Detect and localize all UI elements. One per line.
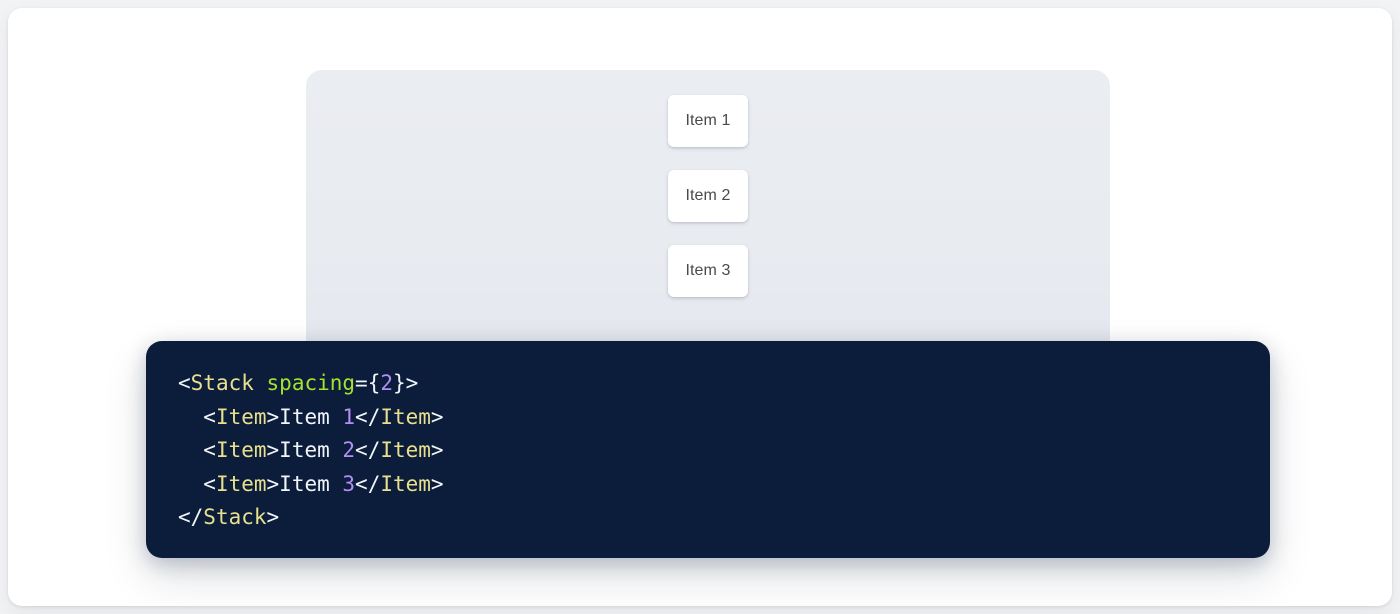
code-token-punct: </: [355, 404, 381, 429]
code-token-punct: >: [266, 404, 280, 429]
code-token-punct: <: [178, 404, 216, 429]
code-token-tag: Item: [380, 438, 431, 463]
stack-item[interactable]: Item 2: [668, 170, 748, 222]
code-token-tag: Item: [215, 438, 267, 463]
code-snippet-text[interactable]: <Stack spacing={2}> <Item>Item 1</Item> …: [146, 341, 1270, 535]
code-token-text: Item: [279, 438, 343, 463]
code-token-punct: <: [178, 471, 216, 496]
code-token-punct: </: [178, 505, 204, 530]
code-line: <Item>Item 3</Item>: [178, 471, 444, 496]
code-token-punct: <: [178, 371, 191, 395]
code-token-num: 3: [342, 471, 356, 496]
code-token-tag: Item: [215, 471, 267, 496]
code-token-tag: Item: [215, 404, 267, 429]
code-token-punct: >: [430, 404, 444, 429]
stack-item-label: Item 3: [685, 262, 731, 279]
stack-item[interactable]: Item 1: [668, 95, 748, 147]
code-line: </Stack>: [178, 505, 279, 529]
code-token-punct: [254, 371, 267, 395]
code-token-punct: >: [430, 471, 444, 496]
code-token-punct: </: [355, 471, 381, 496]
code-token-punct: ={: [355, 371, 381, 395]
code-token-tag: Item: [380, 471, 431, 496]
code-token-text: Item: [279, 471, 343, 496]
code-token-punct: >: [266, 471, 280, 496]
code-token-tag: Stack: [190, 371, 254, 395]
stack-container: Item 1 Item 2 Item 3: [306, 95, 1110, 297]
code-line: <Item>Item 2</Item>: [178, 438, 444, 463]
code-snippet-block: <Stack spacing={2}> <Item>Item 1</Item> …: [146, 341, 1270, 558]
code-token-num: 1: [342, 404, 356, 429]
stack-item-label: Item 1: [685, 112, 731, 129]
code-token-num: 2: [380, 371, 393, 395]
stack-item-label: Item 2: [685, 187, 731, 204]
code-token-punct: >: [430, 438, 444, 463]
stack-item[interactable]: Item 3: [668, 245, 748, 297]
code-line: <Item>Item 1</Item>: [178, 404, 444, 429]
code-token-punct: }>: [393, 371, 419, 395]
code-token-num: 2: [342, 438, 356, 463]
code-line: <Stack spacing={2}>: [178, 371, 418, 395]
code-token-punct: >: [266, 505, 280, 530]
code-token-punct: >: [266, 438, 280, 463]
code-token-tag: Item: [380, 404, 431, 429]
code-token-punct: </: [355, 438, 381, 463]
code-token-text: Item: [279, 404, 343, 429]
code-token-attr: spacing: [266, 371, 356, 395]
code-token-punct: <: [178, 438, 216, 463]
code-token-tag: Stack: [203, 505, 267, 530]
